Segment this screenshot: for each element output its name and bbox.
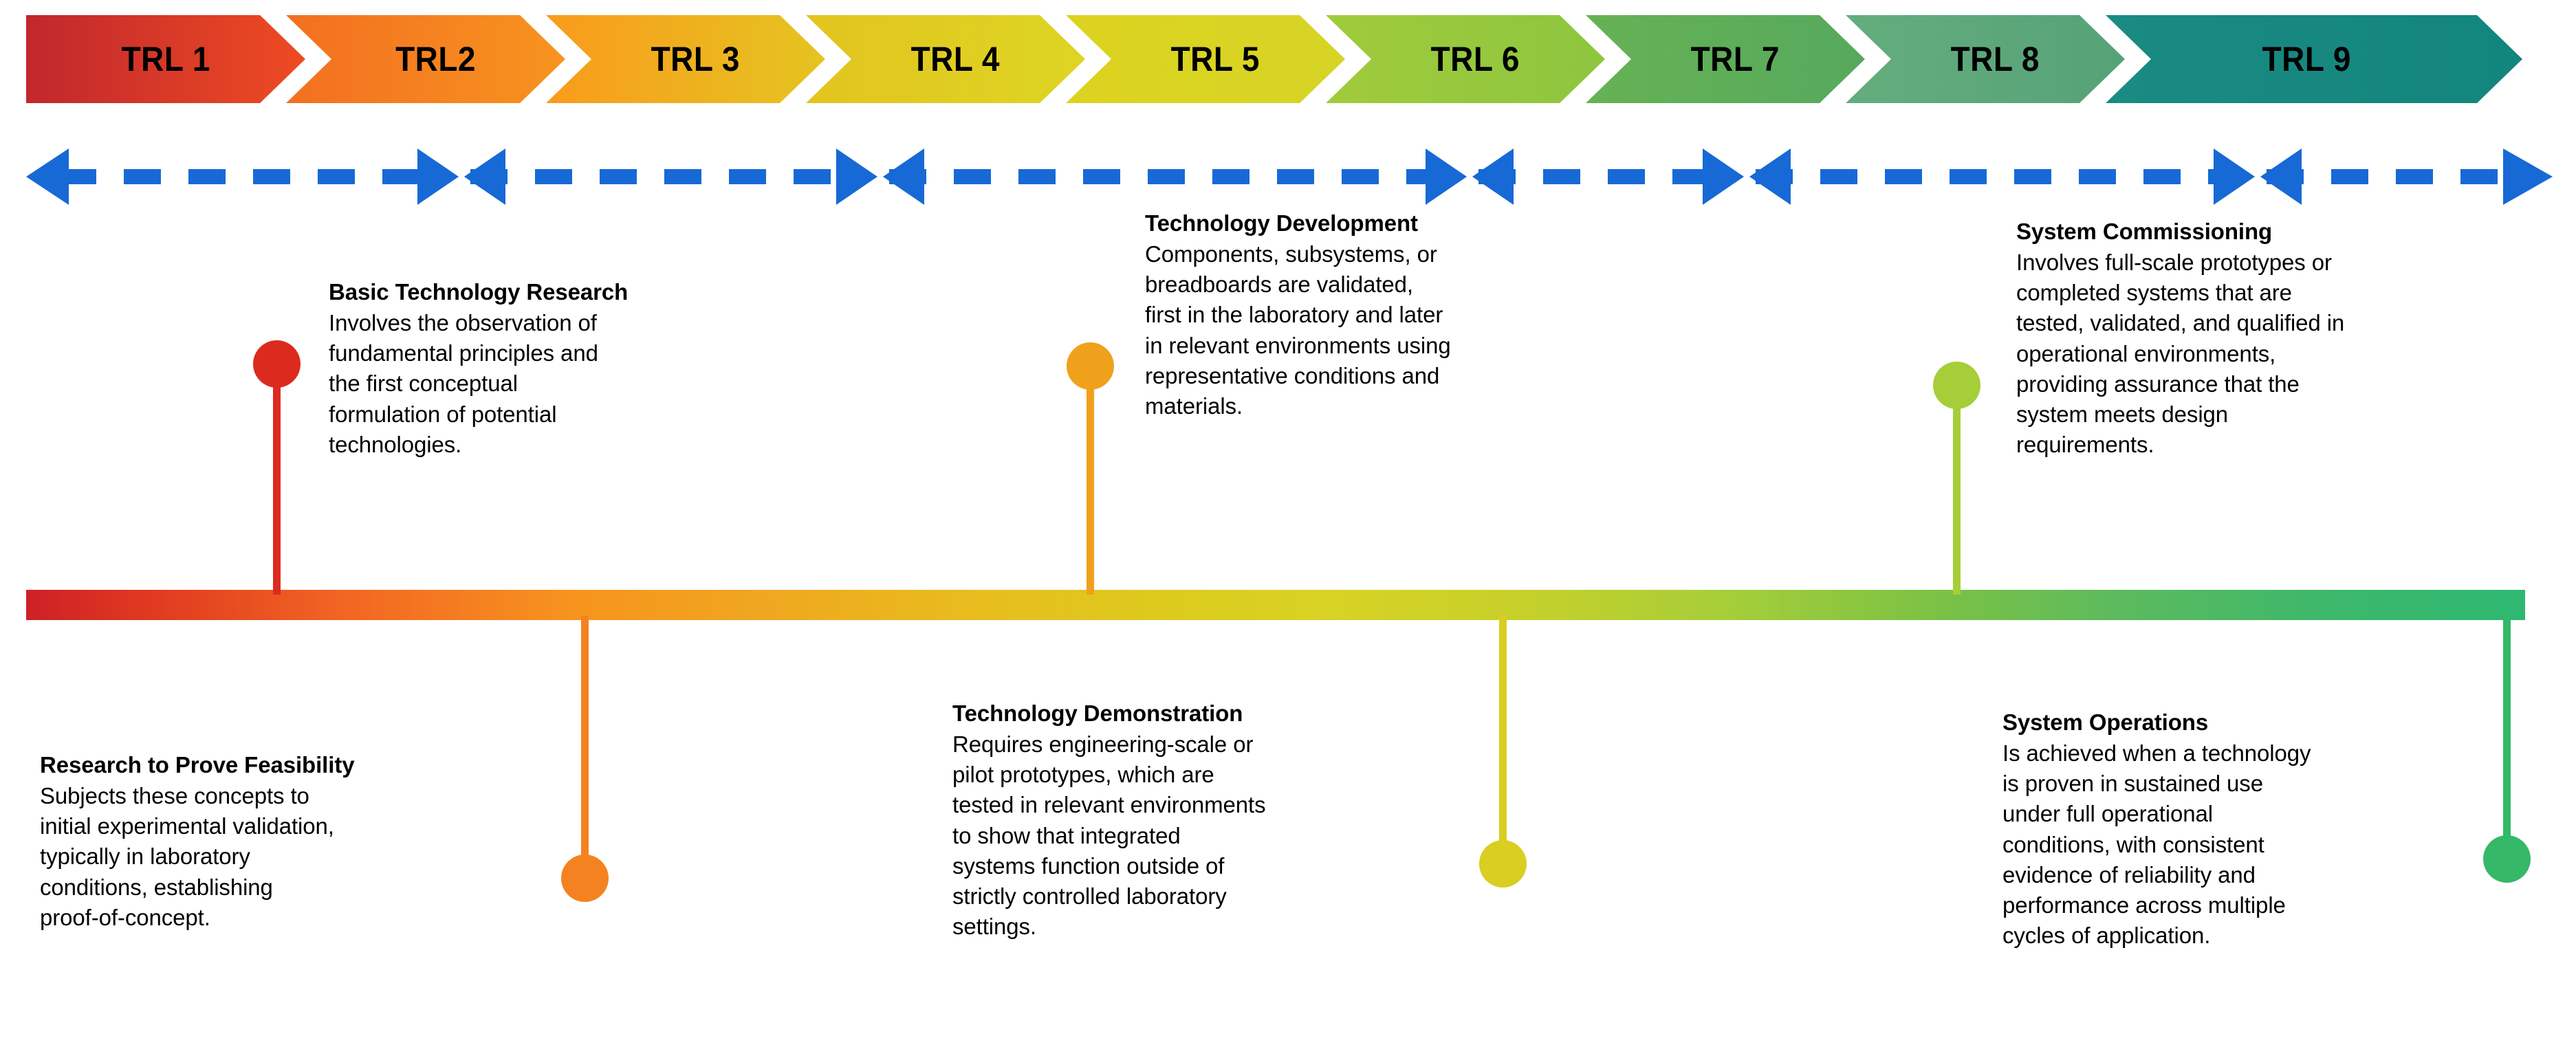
callout-title-system-commissioning: System Commissioning bbox=[2016, 219, 2273, 244]
trl-segment-2[interactable]: TRL2 bbox=[301, 15, 569, 103]
callout-body-system-operations: Is achieved when a technology is proven … bbox=[2002, 740, 2311, 949]
connector-dot-research-to-prove-feasibility bbox=[561, 855, 609, 902]
trl-segment-3-label: TRL 3 bbox=[651, 40, 740, 78]
callout-system-commissioning: System Commissioning Involves full-scale… bbox=[2016, 217, 2559, 460]
callout-body-research-to-prove-feasibility: Subjects these concepts to initial exper… bbox=[40, 782, 334, 930]
connector-stem-research-to-prove-feasibility bbox=[581, 616, 589, 870]
trl-segment-9-label: TRL 9 bbox=[2262, 40, 2351, 78]
trl-segment-6-label: TRL 6 bbox=[1430, 40, 1520, 78]
trl-segment-3[interactable]: TRL 3 bbox=[561, 15, 829, 103]
callout-system-operations: System Operations Is achieved when a tec… bbox=[2002, 708, 2511, 951]
trl-chevron-banner: TRL 1 TRL2 TRL 3 TRL 4 TRL 5 TRL 6 TRL 7… bbox=[26, 15, 2551, 103]
trl-segment-7-label: TRL 7 bbox=[1690, 40, 1780, 78]
right-arrow-icon bbox=[2503, 148, 2553, 205]
connector-dot-system-operations bbox=[2483, 835, 2531, 883]
trl-segment-4-label: TRL 4 bbox=[910, 40, 1000, 78]
dashed-arrow-rail-svg bbox=[26, 148, 2553, 205]
trl-progression-rail bbox=[21, 143, 2558, 210]
callout-body-technology-development: Components, subsystems, or breadboards a… bbox=[1145, 241, 1451, 419]
callout-title-basic-technology-research: Basic Technology Research bbox=[329, 279, 629, 305]
trl-segment-6[interactable]: TRL 6 bbox=[1341, 15, 1609, 103]
connector-stem-technology-demonstration bbox=[1499, 616, 1507, 857]
callout-body-basic-technology-research: Involves the observation of fundamental … bbox=[329, 309, 598, 457]
callout-title-technology-development: Technology Development bbox=[1145, 210, 1418, 236]
trl-segment-2-label: TRL2 bbox=[395, 40, 476, 78]
connector-dot-basic-technology-research bbox=[253, 340, 301, 388]
connector-stem-technology-development bbox=[1087, 378, 1094, 595]
connector-stem-basic-technology-research bbox=[273, 375, 281, 595]
callout-body-technology-demonstration: Requires engineering-scale or pilot prot… bbox=[952, 731, 1266, 940]
trl-segment-8[interactable]: TRL 8 bbox=[1861, 15, 2129, 103]
callout-technology-development: Technology Development Components, subsy… bbox=[1145, 209, 1654, 421]
double-arrow-icon bbox=[417, 148, 2302, 205]
connector-dot-technology-demonstration bbox=[1479, 840, 1527, 888]
connector-stem-system-commissioning bbox=[1953, 397, 1961, 595]
left-arrow-icon bbox=[26, 148, 69, 205]
chevron-banner-svg bbox=[26, 15, 2522, 103]
callout-basic-technology-research: Basic Technology Research Involves the o… bbox=[329, 278, 810, 460]
trl-segment-9[interactable]: TRL 9 bbox=[2121, 15, 2492, 103]
trl-segment-4[interactable]: TRL 4 bbox=[821, 15, 1089, 103]
connector-dot-system-commissioning bbox=[1933, 362, 1980, 409]
callout-body-system-commissioning: Involves full-scale prototypes or comple… bbox=[2016, 249, 2345, 458]
callout-title-system-operations: System Operations bbox=[2002, 709, 2209, 735]
callout-technology-demonstration: Technology Demonstration Requires engine… bbox=[952, 699, 1475, 942]
connector-dot-technology-development bbox=[1067, 342, 1114, 390]
trl-segment-8-label: TRL 8 bbox=[1950, 40, 2040, 78]
callout-title-technology-demonstration: Technology Demonstration bbox=[952, 701, 1243, 726]
trl-segment-1[interactable]: TRL 1 bbox=[26, 15, 305, 103]
trl-segment-5[interactable]: TRL 5 bbox=[1081, 15, 1349, 103]
callout-research-to-prove-feasibility: Research to Prove Feasibility Subjects t… bbox=[40, 751, 542, 933]
connector-stem-system-operations bbox=[2503, 616, 2511, 852]
callout-title-research-to-prove-feasibility: Research to Prove Feasibility bbox=[40, 752, 355, 778]
trl-gradient-bar bbox=[26, 590, 2525, 620]
trl-segment-7[interactable]: TRL 7 bbox=[1601, 15, 1869, 103]
trl-segment-1-label: TRL 1 bbox=[121, 40, 210, 78]
trl-segment-5-label: TRL 5 bbox=[1170, 40, 1260, 78]
